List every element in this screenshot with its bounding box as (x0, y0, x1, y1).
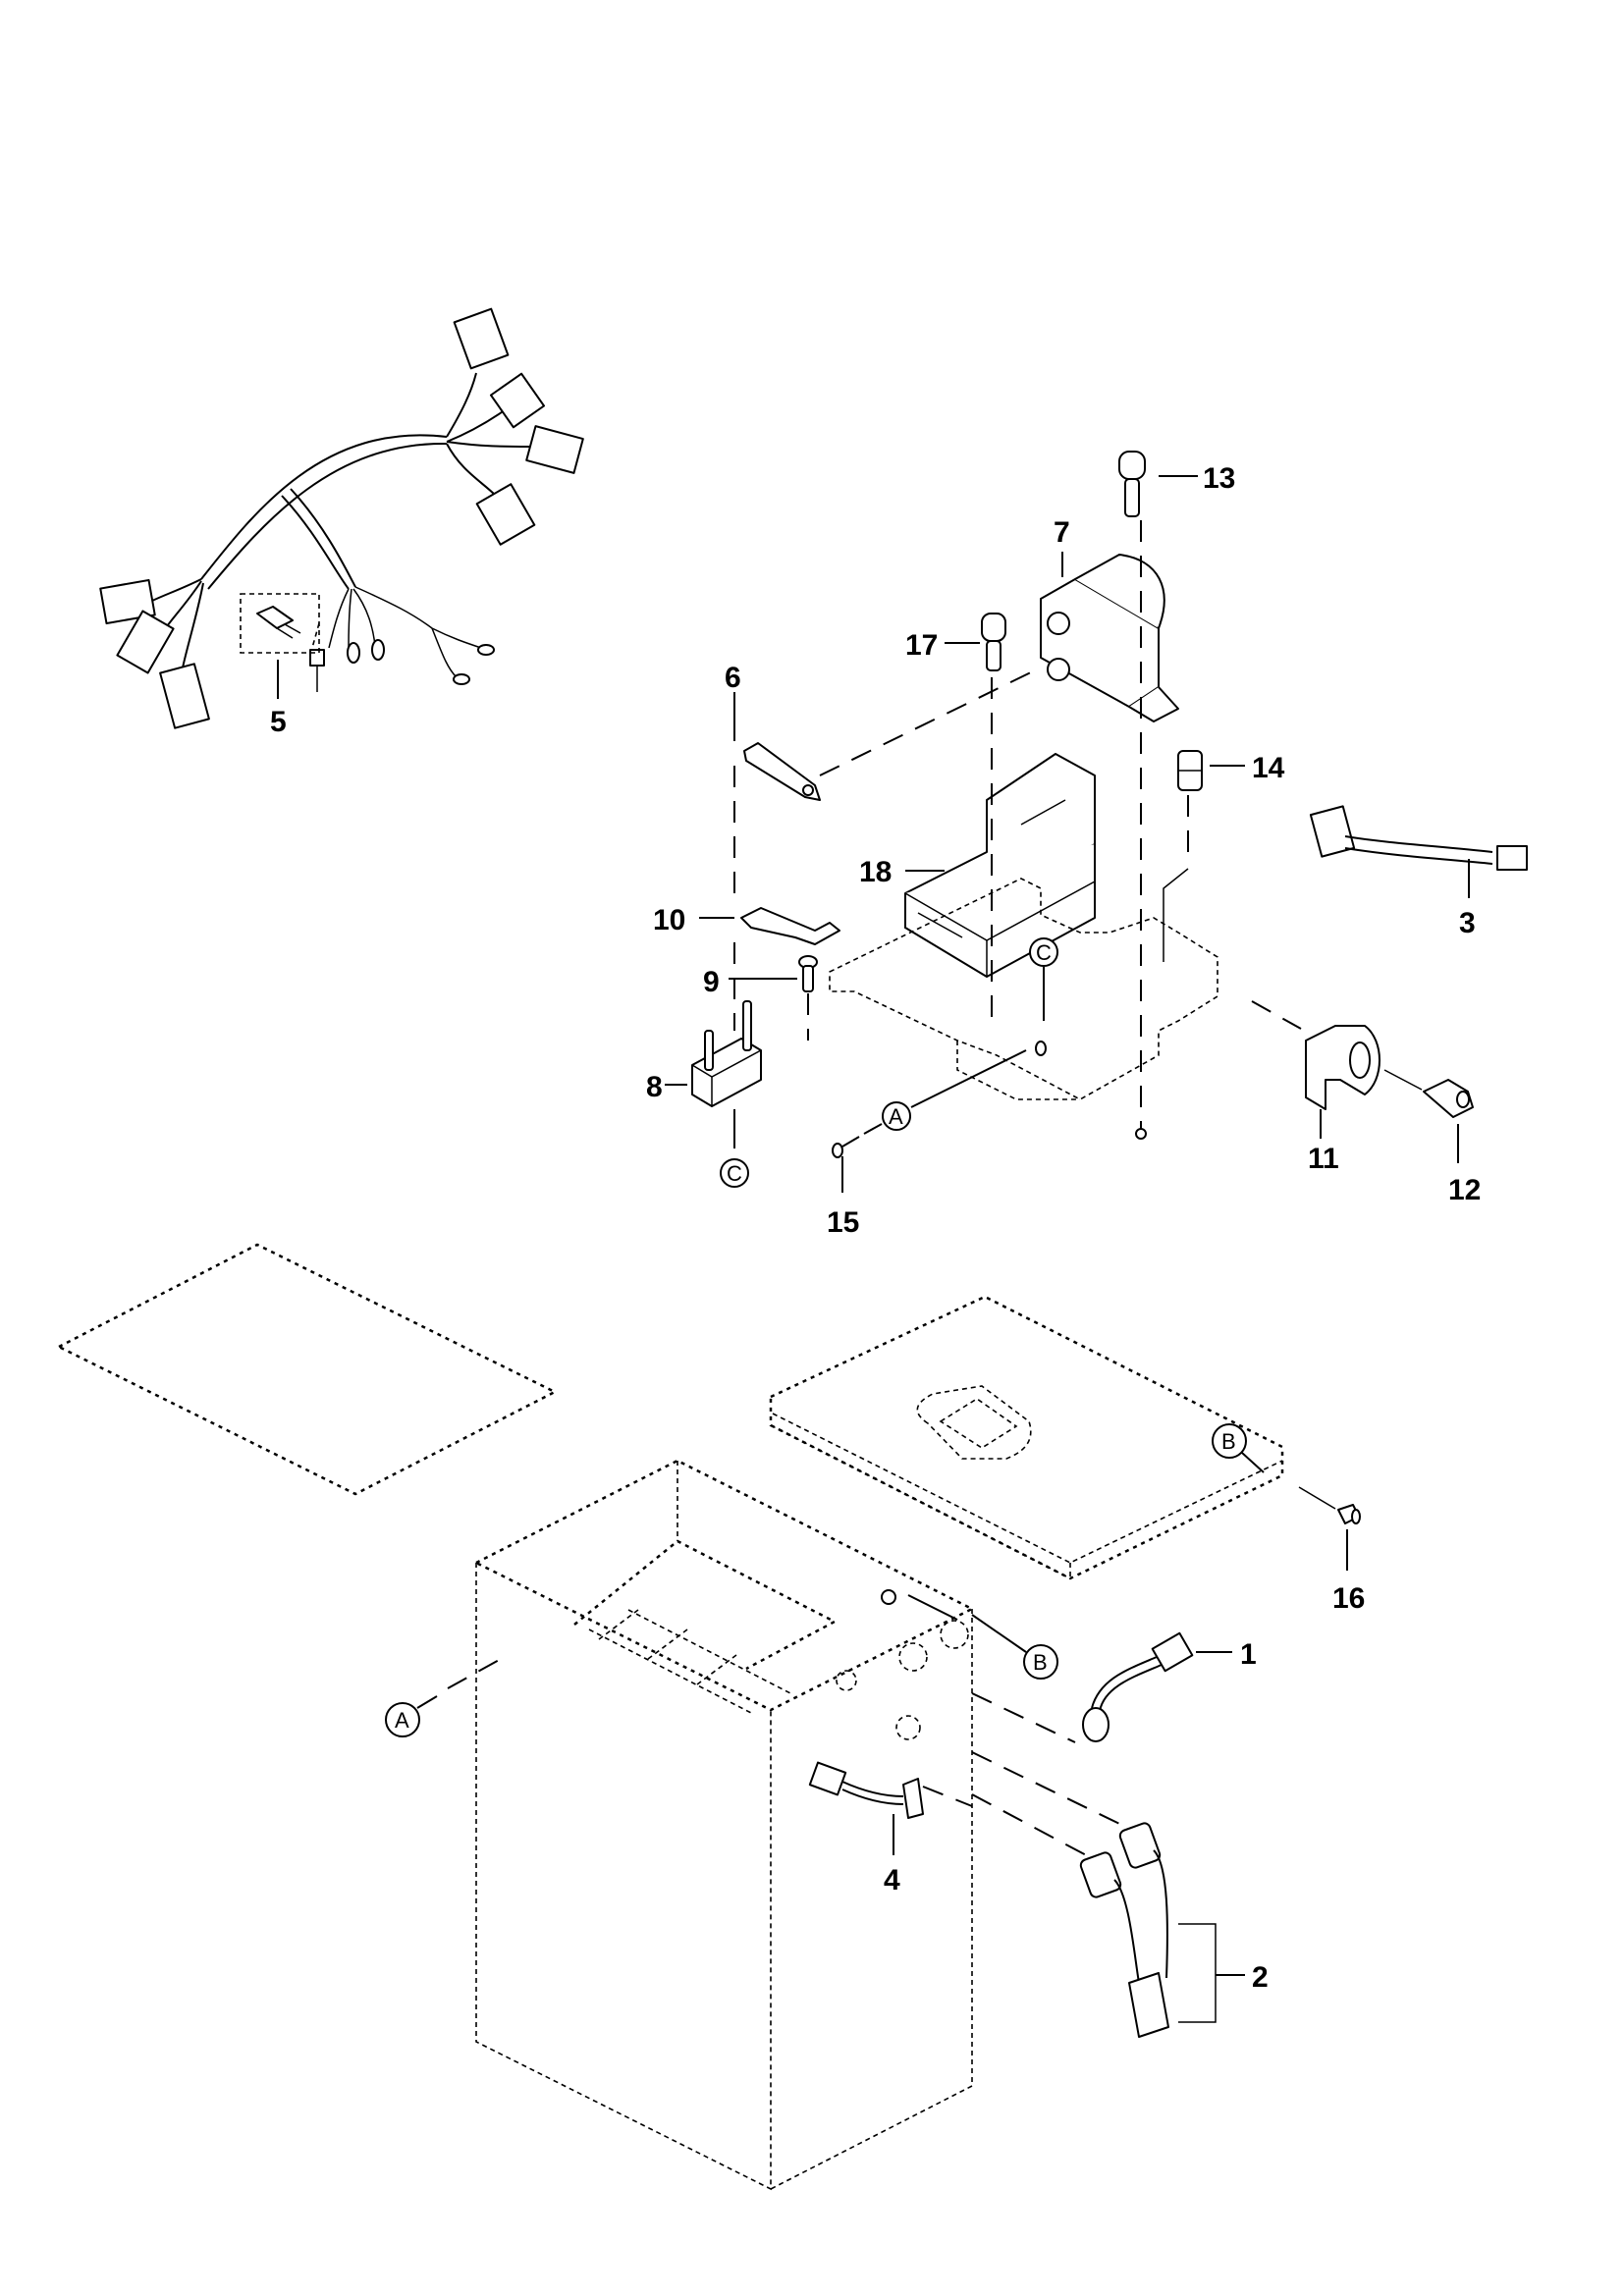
battery-lid (769, 1295, 1284, 1580)
screw-9 (729, 955, 818, 992)
callout-12: 12 (1448, 1174, 1481, 1206)
wiring-harness (99, 307, 584, 729)
callout-1: 1 (1240, 1638, 1257, 1671)
callout-16: 16 (1332, 1582, 1365, 1615)
screw-16 (1298, 1486, 1361, 1571)
callout-10: 10 (653, 904, 685, 936)
callout-18: 18 (859, 856, 892, 888)
callout-17: 17 (905, 629, 938, 662)
screw-12 (1383, 1069, 1474, 1163)
fuse-10 (699, 907, 840, 945)
reference-marker-a-plate (882, 1101, 911, 1131)
reference-marker-b-box-label: B (1033, 1650, 1048, 1675)
current-sensor-11 (1251, 1000, 1380, 1139)
cable-4 (808, 1761, 973, 1855)
fuse-strip-6 (733, 692, 821, 801)
reference-marker-c-holder (720, 1158, 749, 1188)
callout-8: 8 (646, 1071, 663, 1103)
cable-1 (971, 1631, 1232, 1743)
cable-3 (1309, 805, 1528, 898)
reference-marker-c-plate (1029, 937, 1058, 967)
callout-13: 13 (1203, 462, 1235, 495)
reference-marker-b-lid-label: B (1221, 1429, 1236, 1454)
reference-marker-b-lid (1212, 1423, 1247, 1459)
battery-box (473, 1459, 975, 2191)
callout-11: 11 (1308, 1143, 1339, 1175)
cover-panel (56, 1243, 558, 1496)
cable-gland-14 (1177, 750, 1245, 791)
reference-marker-c-holder-label: C (727, 1161, 742, 1186)
screw-13 (1118, 451, 1198, 517)
reference-marker-a-box (385, 1702, 420, 1737)
screw-15 (832, 1123, 883, 1193)
callout-14: 14 (1252, 752, 1285, 784)
callout-7: 7 (1054, 516, 1070, 549)
callout-15: 15 (827, 1206, 859, 1239)
reference-marker-c-plate-label: C (1036, 940, 1052, 965)
callout-6: 6 (725, 662, 741, 694)
fuse-holder-8 (665, 1000, 762, 1148)
callout-4: 4 (884, 1864, 900, 1896)
battery-cable-2 (971, 1751, 1245, 2038)
callout-9: 9 (703, 966, 720, 998)
callout-5: 5 (270, 706, 287, 738)
reference-marker-a-box-label: A (395, 1708, 409, 1733)
reference-marker-b-box (1023, 1644, 1058, 1680)
contactor-7 (1040, 552, 1179, 722)
reference-marker-a-plate-label: A (889, 1104, 903, 1129)
callout-3: 3 (1459, 907, 1476, 939)
callout-2: 2 (1252, 1961, 1269, 1994)
screw-17 (945, 613, 1006, 671)
controller-18 (904, 753, 1096, 978)
